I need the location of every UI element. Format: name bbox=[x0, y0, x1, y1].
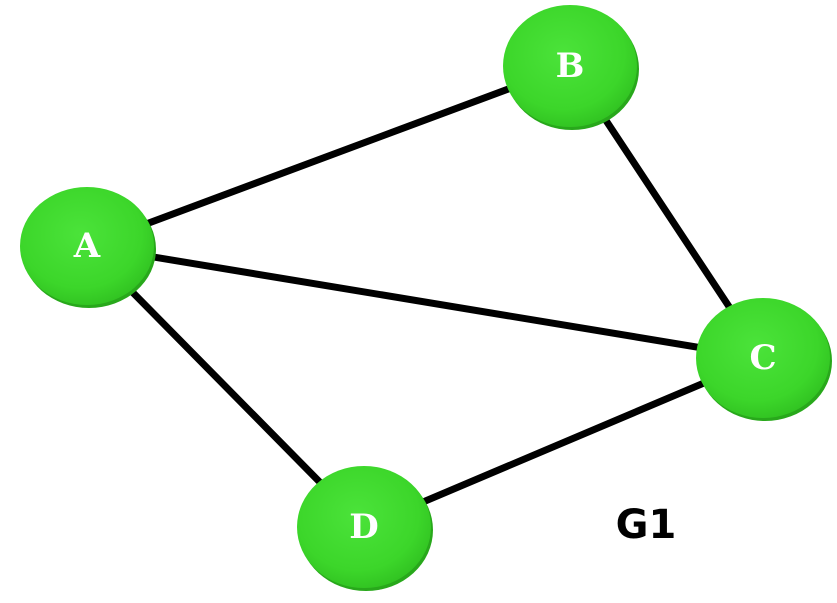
node-a: A bbox=[20, 187, 156, 308]
edge-a-b bbox=[83, 62, 574, 250]
node-c: C bbox=[696, 298, 832, 421]
node-b: B bbox=[503, 5, 639, 130]
edge-a-c bbox=[83, 242, 767, 362]
node-circle bbox=[696, 298, 830, 418]
node-d: D bbox=[297, 466, 433, 591]
node-circle bbox=[297, 466, 431, 588]
node-label: B bbox=[556, 46, 585, 86]
edge-c-d bbox=[360, 354, 767, 531]
node-circle bbox=[503, 5, 637, 127]
node-label: D bbox=[349, 507, 378, 547]
edges bbox=[83, 62, 767, 531]
node-label: C bbox=[749, 338, 776, 378]
nodes: A B C D bbox=[20, 5, 832, 591]
graph-title: G1 bbox=[616, 502, 677, 548]
node-label: A bbox=[73, 226, 101, 266]
node-circle bbox=[20, 187, 154, 305]
